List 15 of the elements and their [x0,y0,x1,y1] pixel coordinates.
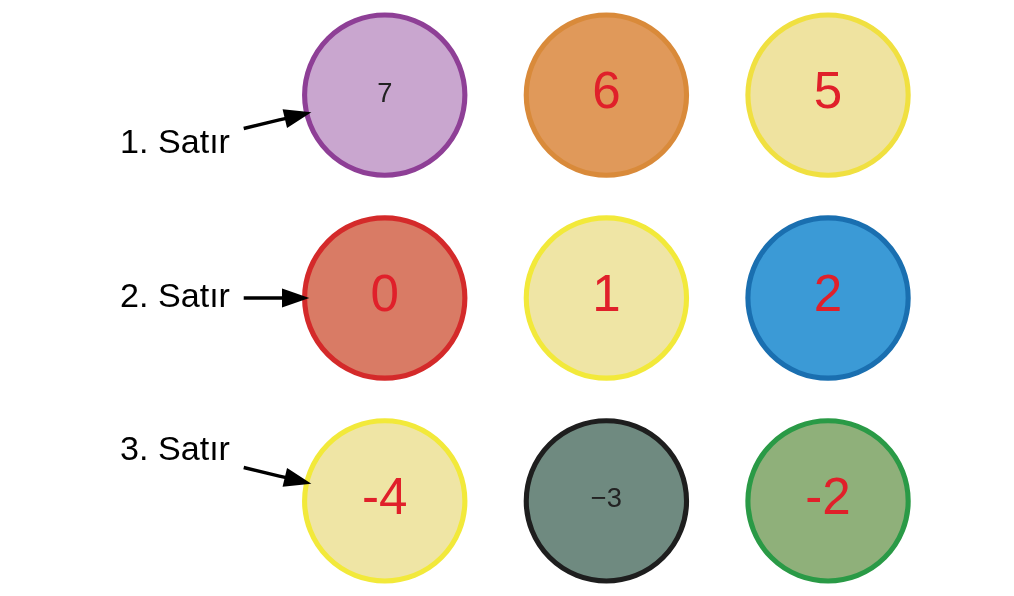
node-circle: 6 [523,12,689,178]
node-circle: 0 [301,215,467,381]
node-text: 3. Satır [119,428,230,467]
node-circle: -2 [744,418,911,584]
node-text: 2. Satır [119,275,230,314]
node-text: 1. Satır [119,122,230,161]
arrow [242,465,311,487]
node-circle: 7 [301,12,467,178]
node-circle: -4 [301,418,467,584]
node-circle: 1 [523,215,689,381]
node-circle: 2 [744,215,911,381]
arrow [242,109,311,131]
node-circle: −3 [523,418,689,584]
node-circle: 5 [744,12,911,178]
arrow [243,288,309,308]
